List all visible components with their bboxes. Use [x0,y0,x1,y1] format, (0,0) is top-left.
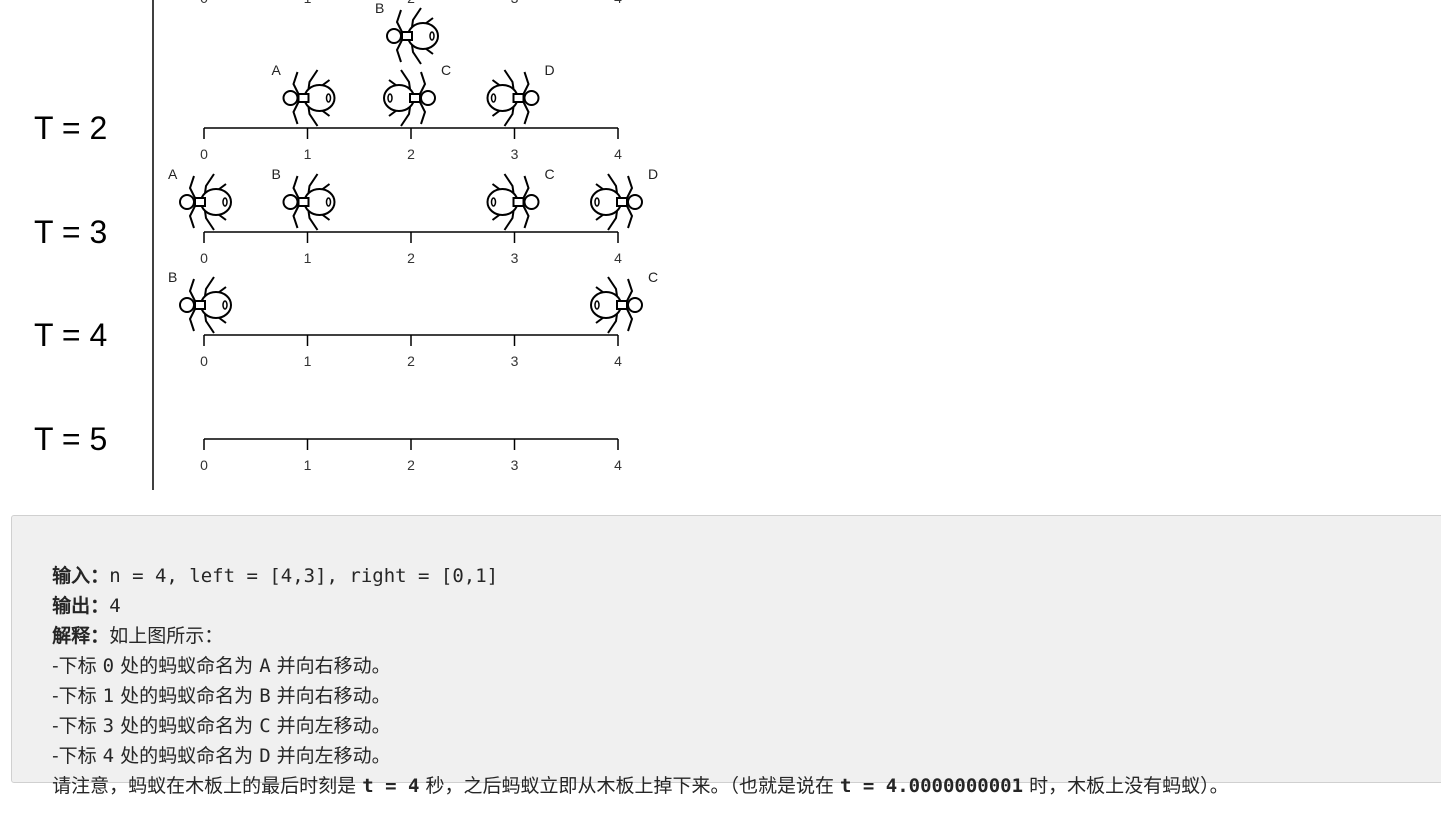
ant-name-label: C [648,269,658,285]
tick-label: 1 [304,250,312,266]
explain-item: -下标 4 处的蚂蚁命名为 D 并向左移动。 [28,711,391,801]
ant-icon [383,69,436,127]
tick-label: 0 [200,353,208,369]
note-code-1: t = 4 [362,775,420,797]
output-label: 输出： [52,595,110,617]
tick-label: 3 [511,146,519,162]
time-label: T = 5 [34,421,107,457]
explain-item-index: 1 [102,685,115,707]
explain-item-prefix: -下标 [52,655,103,677]
ant-icon [282,173,336,231]
ant-icon [179,276,232,334]
tick-label: 2 [407,0,415,6]
note-text-c: 时，木板上没有蚂蚁）。 [1023,775,1229,797]
explain-item-suffix: 并向左移动。 [270,715,391,737]
tick-label: 0 [200,250,208,266]
ant-name-label: B [375,0,384,16]
note-text-b: 秒，之后蚂蚁立即从木板上掉下来。（也就是说在 [419,775,841,797]
note-line: 请注意，蚂蚁在木板上的最后时刻是 t = 4 秒，之后蚂蚁立即从木板上掉下来。（… [28,741,1229,831]
explain-item: -下标 3 处的蚂蚁命名为 C 并向左移动。 [28,681,391,771]
ant-name-label: B [168,269,177,285]
ant-icon [486,173,540,231]
explain-item-prefix: -下标 [52,715,103,737]
output-line: 输出：4 [28,561,121,651]
explain-item-suffix: 并向右移动。 [270,685,391,707]
timeline-row: T = 5 0 1 2 3 4 [34,421,622,473]
timeline-row: T = 3 0 1 2 3 4 A B C D [34,166,658,266]
ant-name-label: A [272,62,282,78]
tick-label: 3 [511,457,519,473]
input-value: n = 4, left = [4,3], right = [0,1] [109,565,499,587]
ant-name-label: C [545,166,555,182]
example-block: 输入：n = 4, left = [4,3], right = [0,1] 输出… [11,515,1441,797]
ant-icon [486,69,540,127]
time-label: T = 2 [34,110,107,146]
input-label: 输入： [52,565,110,587]
ant-icon [590,276,643,334]
tick-label: 0 [200,457,208,473]
explain-item: -下标 0 处的蚂蚁命名为 A 并向右移动。 [28,621,391,711]
tick-label: 1 [304,353,312,369]
explain-item-prefix: -下标 [52,685,103,707]
explain-item-index: 4 [102,745,115,767]
tick-label: 4 [614,457,622,473]
explain-item-ant-name: A [259,655,271,677]
tick-label: 3 [511,353,519,369]
ant-icon [282,69,336,127]
explain-item-prefix: -下标 [52,745,103,767]
input-line: 输入：n = 4, left = [4,3], right = [0,1] [28,531,498,621]
explain-item-ant-name: B [259,685,271,707]
tick-label: 0 [200,0,208,6]
explain-item-suffix: 并向右移动。 [270,655,391,677]
tick-label: 1 [304,146,312,162]
top-partial-tick-labels: 0 1 2 3 4 [200,0,622,6]
tick-label: 4 [614,353,622,369]
output-value: 4 [109,595,121,617]
tick-label: 0 [200,146,208,162]
tick-label: 3 [511,0,519,6]
tick-label: 2 [407,457,415,473]
note-text-a: 请注意，蚂蚁在木板上的最后时刻是 [52,775,363,797]
explain-item-middle: 处的蚂蚁命名为 [114,715,260,737]
explain-item-ant-name: C [259,715,271,737]
explain-item-middle: 处的蚂蚁命名为 [114,685,260,707]
explain-label: 解释： [52,625,110,647]
time-label: T = 4 [34,317,107,353]
ant-name-label: D [648,166,658,182]
tick-label: 4 [614,250,622,266]
ant-name-label: A [168,166,178,182]
timeline-row: T = 4 0 1 2 3 4 B C [34,269,658,369]
ant-name-label: C [441,62,451,78]
tick-label: 2 [407,353,415,369]
explain-item-middle: 处的蚂蚁命名为 [114,745,260,767]
tick-label: 1 [304,457,312,473]
ant-icon [179,173,232,231]
explain-item-middle: 处的蚂蚁命名为 [114,655,260,677]
ant-name-label: B [272,166,281,182]
tick-label: 1 [304,0,312,6]
tick-label: 2 [407,250,415,266]
explain-item-index: 3 [102,715,115,737]
explain-item: -下标 1 处的蚂蚁命名为 B 并向右移动。 [28,651,391,741]
time-label: T = 3 [34,214,107,250]
tick-label: 4 [614,0,622,6]
note-code-2: t = 4.0000000001 [840,775,1024,797]
explain-item-index: 0 [102,655,115,677]
tick-label: 3 [511,250,519,266]
explain-item-suffix: 并向左移动。 [270,745,391,767]
ant-icon [386,7,439,65]
explain-line: 解释：如上图所示： [28,591,223,681]
tick-label: 2 [407,146,415,162]
explain-value: 如上图所示： [109,625,224,647]
tick-label: 4 [614,146,622,162]
ant-icon [590,173,643,231]
ant-name-label: D [545,62,555,78]
explain-item-ant-name: D [259,745,271,767]
